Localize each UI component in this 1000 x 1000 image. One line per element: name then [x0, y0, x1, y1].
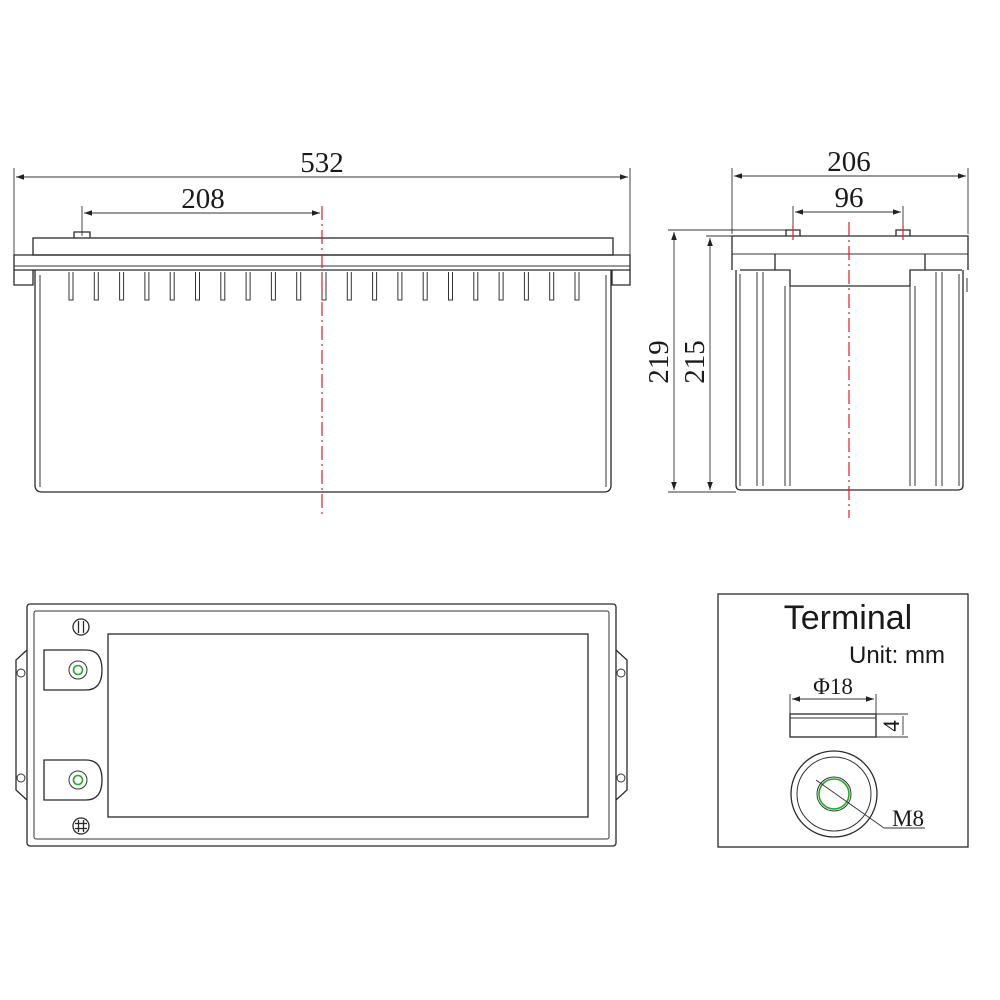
thread-leader-line: [815, 779, 885, 829]
front-rib: [245, 272, 251, 301]
front-rib: [448, 272, 453, 301]
front-rib: [372, 272, 378, 301]
dim-label-terminal-spacing: 96: [835, 182, 864, 214]
dim-label-overall-width: 206: [827, 146, 871, 178]
front-rib: [169, 272, 175, 301]
front-rib: [195, 272, 200, 301]
front-lid: [32, 237, 614, 256]
terminal-detail-unit: Unit: mm: [849, 642, 945, 669]
front-rib: [144, 272, 150, 301]
front-body: [34, 270, 612, 493]
terminal-profile: [789, 713, 877, 738]
top-right-handle: [615, 649, 628, 801]
top-view: [15, 603, 628, 847]
front-rib: [549, 272, 555, 301]
terminal-detail-title: Terminal: [784, 599, 912, 637]
dim-label-height: 4: [879, 720, 904, 732]
front-ribs: [68, 272, 580, 301]
front-right-handle: [611, 270, 631, 286]
front-left-handle: [13, 270, 34, 286]
thread-label: M8: [892, 806, 924, 831]
terminal-top-outer: [790, 750, 878, 838]
terminal-detail-box: Terminal Unit: mm Φ18 4 M8: [717, 593, 969, 848]
front-rib: [346, 272, 352, 301]
front-rib: [68, 272, 74, 301]
front-rib: [473, 272, 479, 301]
dim-label-center-offset: 208: [181, 183, 225, 215]
top-outline: [26, 603, 617, 847]
positive-symbol: [72, 817, 90, 835]
front-rib: [498, 272, 504, 301]
front-rib: [270, 272, 276, 301]
front-rib: [93, 272, 99, 301]
front-view: 532 208: [13, 147, 631, 518]
front-rib: [574, 272, 580, 301]
dim-label-overall-length: 532: [300, 147, 344, 179]
front-rib: [523, 272, 529, 301]
top-left-handle: [15, 649, 28, 801]
terminal-hole-negative: [72, 664, 84, 676]
top-terminal-negative: [43, 649, 103, 691]
front-rib: [220, 272, 226, 301]
terminal-thread-hole: [818, 778, 850, 810]
side-lid: [731, 235, 969, 270]
dim-label-total-height: 219: [643, 340, 675, 384]
terminal-hole-positive: [72, 774, 84, 786]
dim-label-diameter: Φ18: [813, 674, 853, 699]
front-rib: [119, 272, 125, 301]
front-rib: [296, 272, 302, 301]
terminal-detail-frame: [717, 593, 969, 848]
dim-label-container-height: 215: [679, 340, 711, 384]
side-view: 206 96 219 215: [643, 146, 969, 518]
negative-symbol: [72, 618, 90, 636]
front-rib: [422, 272, 428, 301]
top-label-panel: [107, 633, 589, 818]
front-rib: [397, 272, 403, 301]
top-terminal-positive: [43, 759, 103, 801]
